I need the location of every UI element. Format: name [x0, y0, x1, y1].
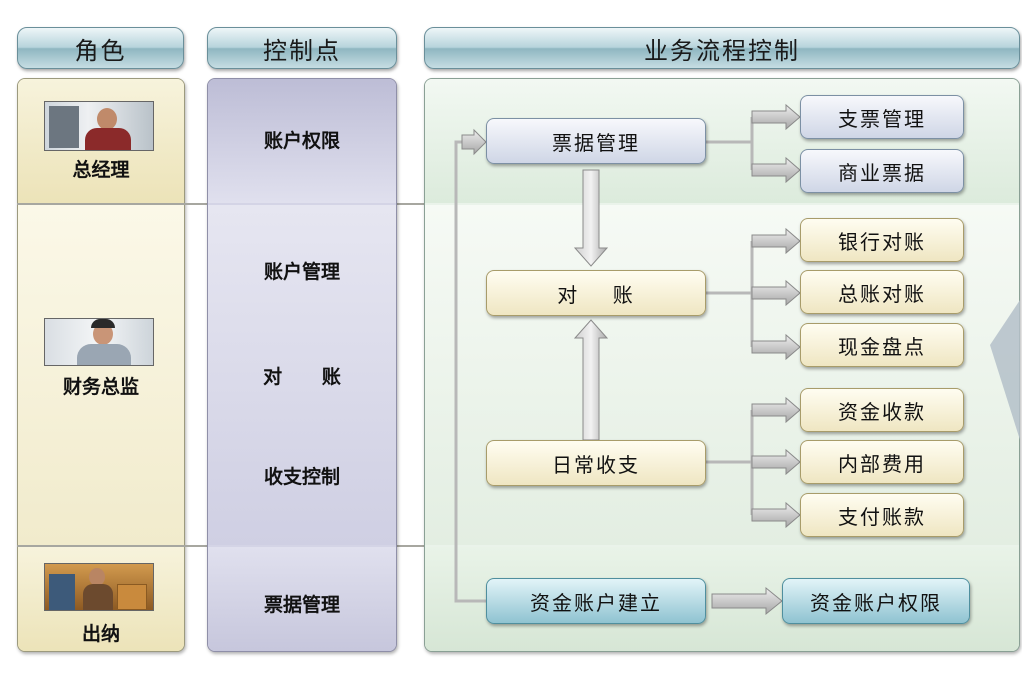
- header-process-label: 业务流程控制: [644, 36, 800, 65]
- arrow-to-ledger-reconcile: [751, 279, 801, 307]
- role-band-cfo: [18, 205, 184, 545]
- header-role: 角色: [17, 27, 184, 69]
- flow-cheque-management: 支票管理: [800, 95, 964, 139]
- daily-branch-lines: [706, 410, 754, 515]
- header-control: 控制点: [207, 27, 397, 69]
- flow-bill-management: 票据管理: [486, 118, 706, 164]
- flow-cash-count: 现金盘点: [800, 323, 964, 367]
- arrow-to-cheque: [751, 103, 801, 131]
- flow-daily-income-expense: 日常收支: [486, 440, 706, 486]
- right-edge-chevron: [990, 300, 1020, 440]
- control-bill-management: 票据管理: [263, 594, 340, 616]
- manager-photo: [44, 101, 154, 151]
- arrow-to-cash-count: [751, 333, 801, 361]
- reconcile-branch-lines: [706, 241, 754, 347]
- header-control-label: 控制点: [263, 36, 341, 65]
- flow-payment: 支付账款: [800, 493, 964, 537]
- arrow-to-fund-receipt: [751, 396, 801, 424]
- bill-branch-lines: [706, 117, 754, 170]
- header-role-label: 角色: [74, 36, 127, 65]
- arrow-into-bill-mgmt: [461, 128, 487, 156]
- flow-bank-reconcile: 银行对账: [800, 218, 964, 262]
- control-reconciliation: 对 账: [263, 366, 341, 388]
- arrow-daily-to-reconcile: [573, 319, 609, 441]
- arrow-to-fund-permission: [711, 586, 783, 616]
- control-account-management: 账户管理: [263, 261, 340, 283]
- arrow-bill-to-reconcile: [573, 169, 609, 267]
- arrow-to-bank-reconcile: [751, 227, 801, 255]
- cashier-photo: [44, 563, 154, 611]
- finance-director-photo: [44, 318, 154, 366]
- flow-reconciliation: 对 账: [486, 270, 706, 316]
- header-process: 业务流程控制: [424, 27, 1020, 69]
- flow-fund-account-permission: 资金账户权限: [782, 578, 970, 624]
- control-account-permission: 账户权限: [263, 130, 340, 152]
- flow-commercial-bill: 商业票据: [800, 149, 964, 193]
- arrow-to-payment: [751, 501, 801, 529]
- flow-internal-expense: 内部费用: [800, 440, 964, 484]
- control-income-expense: 收支控制: [263, 466, 340, 488]
- flow-ledger-reconcile: 总账对账: [800, 270, 964, 314]
- role-label-ceo: 总经理: [72, 159, 130, 181]
- role-column: [17, 78, 185, 652]
- flow-fund-receipt: 资金收款: [800, 388, 964, 432]
- return-loop-line: [454, 140, 486, 603]
- flow-fund-account-setup: 资金账户建立: [486, 578, 706, 624]
- arrow-to-internal-expense: [751, 448, 801, 476]
- role-label-cashier: 出纳: [81, 623, 120, 645]
- arrow-to-commercial: [751, 156, 801, 184]
- role-label-cfo: 财务总监: [62, 376, 139, 398]
- control-column: [207, 78, 397, 652]
